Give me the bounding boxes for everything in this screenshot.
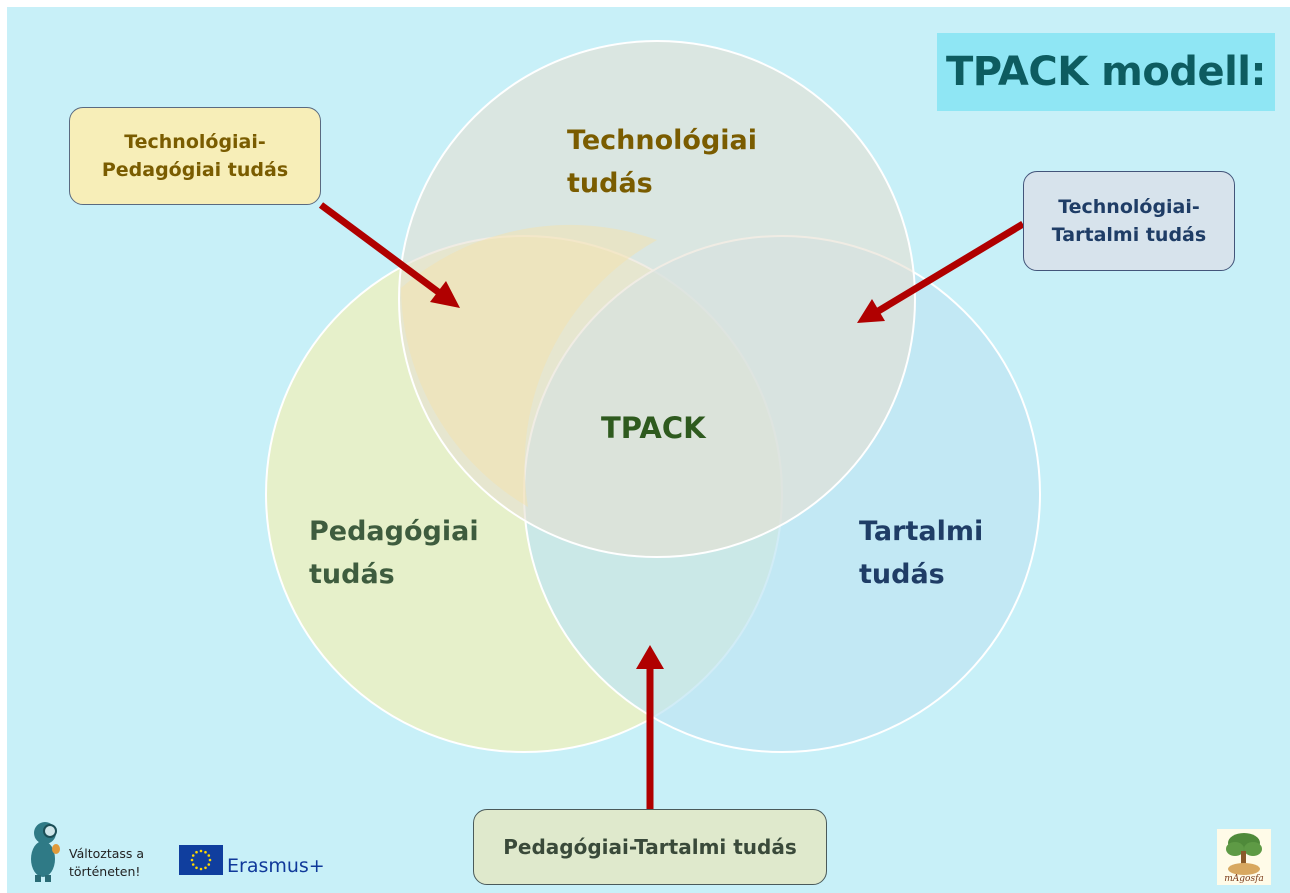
- venn-diagram: [265, 40, 1041, 809]
- callout-ped-cont: Pedagógiai-Tartalmi tudás: [473, 809, 827, 885]
- arrow-ped-cont: [636, 645, 664, 809]
- page-title: TPACK modell:: [945, 49, 1267, 95]
- mascot-icon: [31, 822, 60, 882]
- footer-branding: Változtass a történeten! Erasmus+: [19, 815, 349, 885]
- center-label: TPACK: [601, 411, 706, 445]
- eu-flag-icon: [179, 845, 223, 875]
- pedagogy-label-line2: tudás: [309, 559, 395, 591]
- slogan-line2: történeten!: [69, 864, 141, 880]
- tree-logo-icon: mAgosfa: [1217, 829, 1271, 885]
- pedagogy-label: Pedagógiai tudás: [309, 510, 479, 596]
- slide: TPACK modell: Technológiai tudás Pedagóg…: [7, 7, 1290, 893]
- content-label: Tartalmi tudás: [859, 510, 983, 596]
- arrow-tech-ped: [318, 202, 460, 308]
- callout-tech-cont-line1: Technológiai-: [1058, 195, 1200, 218]
- pedagogy-label-line1: Pedagógiai: [309, 516, 479, 547]
- callout-tech-ped-line2: Pedagógiai tudás: [101, 159, 289, 181]
- technology-label-line2: tudás: [567, 168, 653, 200]
- content-label-line2: tudás: [859, 559, 945, 591]
- callout-tech-cont-line2: Tartalmi tudás: [1051, 224, 1207, 246]
- arrow-tech-cont: [857, 221, 1025, 323]
- slogan-line1: Változtass a: [69, 846, 145, 861]
- overlap-tech-ped: [401, 224, 657, 507]
- circle-technology: [398, 40, 916, 558]
- title-box: TPACK modell:: [937, 33, 1275, 111]
- technology-label: Technológiai tudás: [567, 119, 757, 205]
- callout-tech-cont: Technológiai- Tartalmi tudás: [1023, 171, 1235, 271]
- callout-tech-ped: Technológiai- Pedagógiai tudás: [69, 107, 321, 205]
- technology-label-line1: Technológiai: [567, 125, 758, 156]
- content-label-line1: Tartalmi: [859, 516, 984, 547]
- svg-text:mAgosfa: mAgosfa: [1224, 874, 1264, 884]
- footer-slogan: Változtass a történeten!: [69, 845, 179, 881]
- callout-tech-ped-line1: Technológiai-: [124, 130, 266, 153]
- erasmus-label: Erasmus+: [227, 855, 325, 877]
- callout-ped-cont-text: Pedagógiai-Tartalmi tudás: [503, 835, 797, 859]
